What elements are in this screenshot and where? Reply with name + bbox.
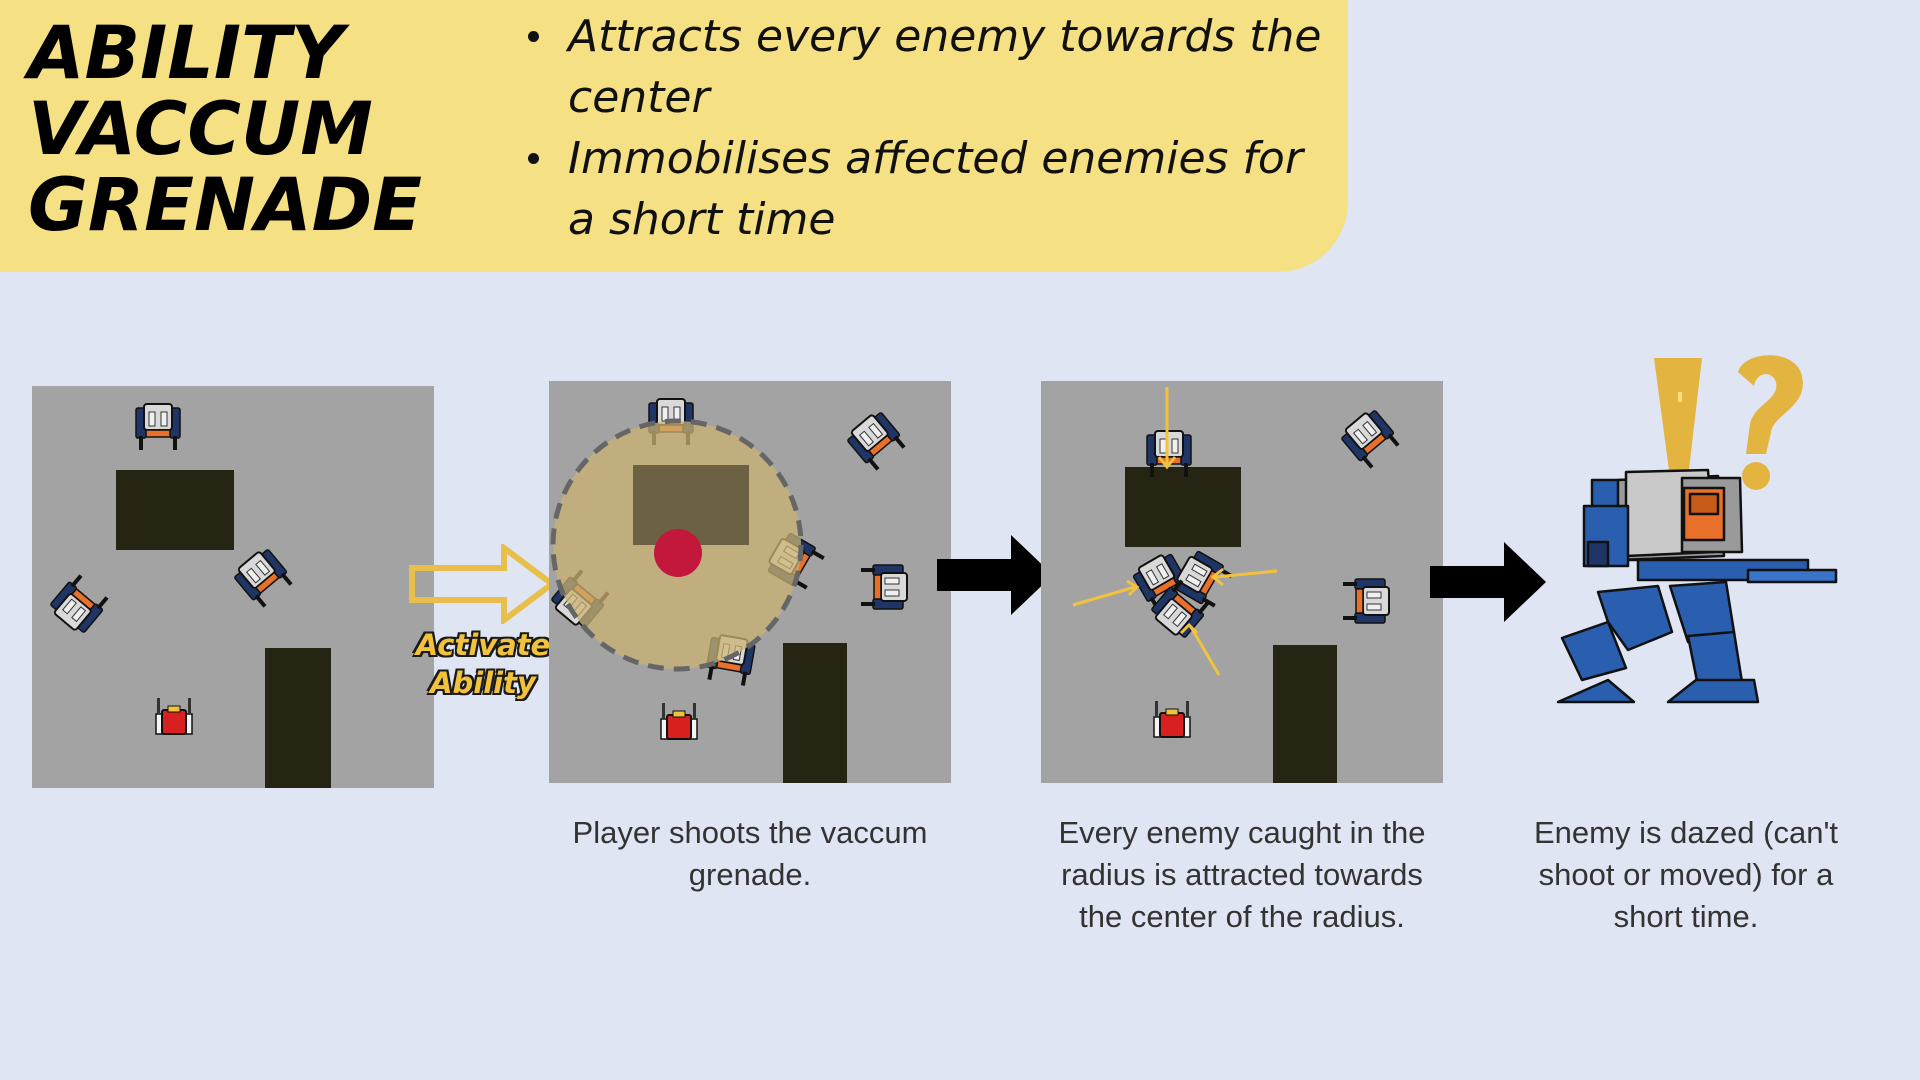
arrow-outline-icon xyxy=(409,544,557,624)
attraction-lines xyxy=(1072,387,1278,676)
question-icon xyxy=(1738,355,1803,490)
arrow-right-icon xyxy=(937,535,1053,615)
dazed-enemy xyxy=(1548,346,1848,716)
caption-step-dazed: Enemy is dazed (can't shoot or moved) fo… xyxy=(1533,815,1838,934)
bullet-text: Attracts every enemy towards the center xyxy=(568,11,1322,123)
wall-block xyxy=(116,470,234,550)
map-panel-before xyxy=(32,386,434,788)
caption-step-attract: Every enemy caught in the radius is attr… xyxy=(1058,815,1426,934)
description-bullet: Attracts every enemy towards the center xyxy=(528,6,1328,128)
bullet-dot-icon xyxy=(528,153,539,164)
bullet-dot-icon xyxy=(528,31,539,42)
title-line: VACCUM xyxy=(28,87,373,172)
bullet-text: Immobilises affected enemies for a short… xyxy=(568,133,1303,245)
caption-step-shoot: Player shoots the vaccum grenade. xyxy=(572,815,928,892)
wall-block xyxy=(1125,467,1241,547)
activate-ability-label: Activate Ability xyxy=(415,628,551,700)
arrow-right-icon xyxy=(1430,542,1546,622)
title-line: ABILITY xyxy=(28,11,344,96)
ability-description: Attracts every enemy towards the center … xyxy=(528,6,1328,250)
grenade xyxy=(654,529,702,577)
map-panel-attract xyxy=(1041,381,1443,783)
description-bullet: Immobilises affected enemies for a short… xyxy=(528,128,1328,250)
title-line: GRENADE xyxy=(28,163,423,248)
wall-block xyxy=(633,465,749,545)
wall-block xyxy=(265,648,331,788)
wall-block xyxy=(783,643,847,783)
ability-title: ABILITY VACCUM GRENADE xyxy=(28,16,422,244)
map-panel-shoot xyxy=(549,381,951,783)
wall-block xyxy=(1273,645,1337,783)
header-banner: ABILITY VACCUM GRENADE Attracts every en… xyxy=(0,0,1348,272)
